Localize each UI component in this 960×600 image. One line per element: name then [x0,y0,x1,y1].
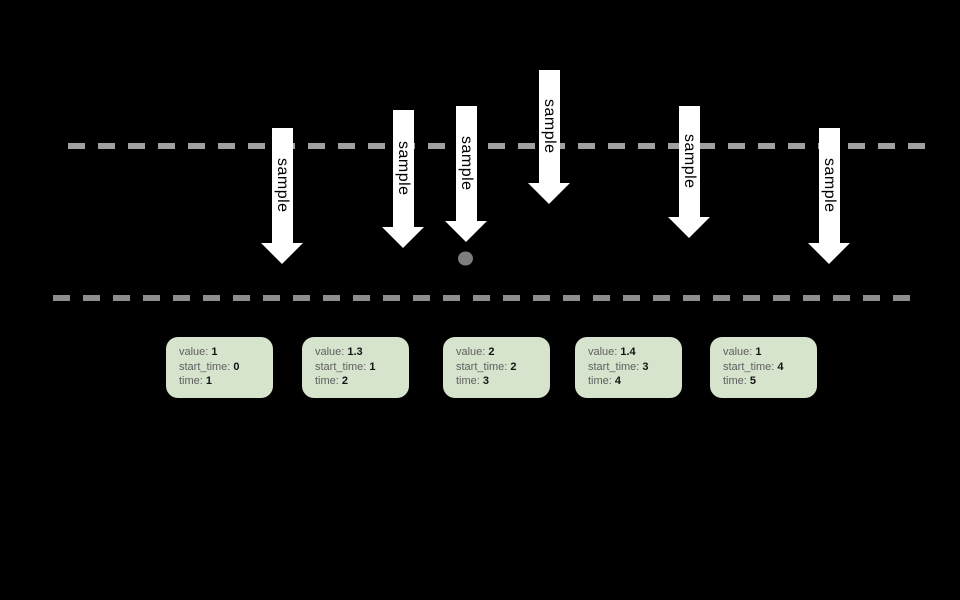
arrow-shaft [392,110,414,227]
field-value: 1 [369,360,376,373]
field-value: 1 [755,346,762,358]
field-value: 4 [614,375,621,387]
arrow-head-icon [444,221,487,242]
arrow-shaft [538,70,560,183]
arrow-head-icon [667,217,710,238]
field-value: 1.4 [620,346,636,358]
arrow-label: sample [541,99,558,154]
field-label: time: [456,375,480,387]
record-row: time:1 [179,374,273,389]
arrow-label: sample [458,136,475,191]
arrow-shaft [271,128,293,243]
arrow-head-icon [807,243,850,264]
record-row: value:1 [723,345,817,360]
field-value: 1 [205,375,212,387]
field-label: time: [723,375,747,387]
arrow-label: sample [395,141,412,196]
arrow-shaft [678,106,700,217]
field-value: 1.3 [347,346,363,358]
record-row: value:1.3 [315,345,409,360]
field-value: 4 [777,360,784,373]
record-row: time:4 [588,374,682,389]
field-label: time: [588,375,612,387]
arrow-head-icon [527,183,570,204]
sample-point-dot [458,251,473,266]
field-value: 2 [341,375,348,387]
field-value: 1 [211,346,218,358]
field-value: 5 [749,375,756,387]
sample-record-card: value:1 start_time:0 time:1 [166,337,273,398]
record-row: value:1.4 [588,345,682,360]
field-label: value: [456,346,486,358]
record-row: start_time:3 [588,360,682,375]
record-row: time:2 [315,374,409,389]
field-value: 3 [482,375,489,387]
arrow-shaft [455,106,477,221]
record-row: time:3 [456,374,550,389]
field-label: value: [315,346,345,358]
sample-record-card: value:1 start_time:4 time:5 [710,337,817,398]
field-label: start_time: [456,360,508,373]
arrow-head-icon [381,227,424,248]
field-label: start_time: [723,360,775,373]
field-label: value: [588,346,618,358]
sample-record-card: value:1.4 start_time:3 time:4 [575,337,682,398]
record-row: start_time:0 [179,360,273,375]
record-row: start_time:2 [456,360,550,375]
sample-arrow: sample [807,128,851,264]
field-label: time: [315,375,339,387]
arrow-shaft [818,128,840,243]
field-value: 0 [233,360,240,373]
sample-arrow: sample [667,106,711,238]
sample-record-card: value:2 start_time:2 time:3 [443,337,550,398]
sample-arrow: sample [381,110,425,248]
field-label: start_time: [179,360,231,373]
field-value: 2 [510,360,517,373]
field-label: start_time: [315,360,367,373]
sample-arrow: sample [444,106,488,242]
arrow-label: sample [274,158,291,213]
record-row: value:1 [179,345,273,360]
arrow-label: sample [821,158,838,213]
field-value: 2 [488,346,495,358]
field-label: start_time: [588,360,640,373]
field-label: time: [179,375,203,387]
record-row: time:5 [723,374,817,389]
field-label: value: [179,346,209,358]
record-row: start_time:1 [315,360,409,375]
sample-arrow: sample [260,128,304,264]
record-row: start_time:4 [723,360,817,375]
sample-record-card: value:1.3 start_time:1 time:2 [302,337,409,398]
sample-arrow: sample [527,70,571,204]
field-value: 3 [642,360,649,373]
field-label: value: [723,346,753,358]
arrow-label: sample [681,134,698,189]
record-row: value:2 [456,345,550,360]
arrow-head-icon [260,243,303,264]
